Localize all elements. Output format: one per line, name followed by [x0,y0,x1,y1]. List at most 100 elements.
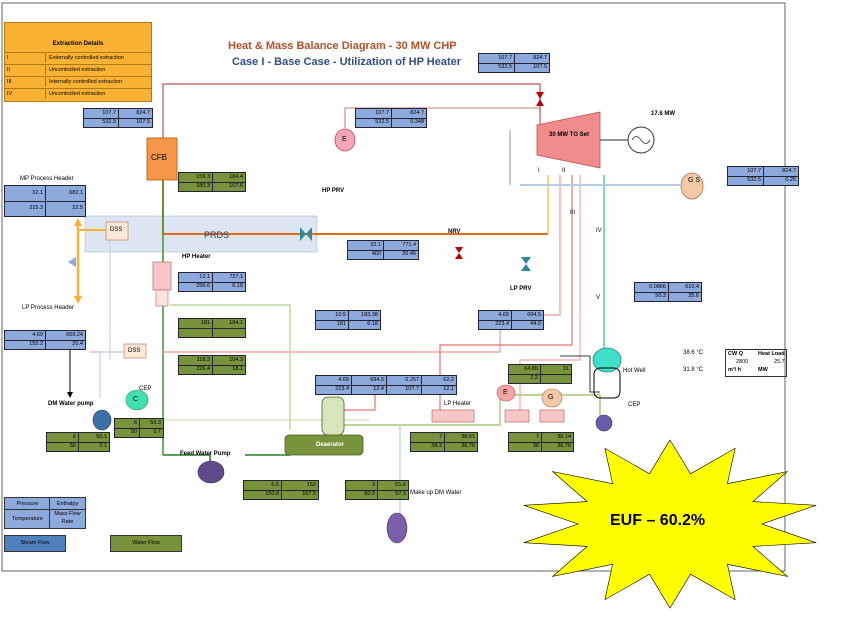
data-box-value: 38.51 [461,434,475,440]
ext-III-label: III [570,210,576,216]
data-box-value: 400 [371,251,381,257]
extraction-table-title: Extraction Details [52,41,104,47]
data-box-value: 183.38 [361,312,378,318]
extraction-row-text: Externally controlled extraction [49,55,124,61]
turbine-inlet-valve [536,92,544,106]
cw-table: CW Q Heat Load 2800 25.7 m³/ h MW [725,349,787,377]
data-box-value: 215.3 [29,205,43,211]
data-box-value: 659.24 [66,332,83,338]
data-box-b13: 181 184.1 [178,318,246,338]
data-box-value: 38 [532,443,539,449]
deaerator-vessel [284,434,364,456]
mp-header-arrow-up [74,218,82,226]
data-box-value: 159.3 [196,174,210,180]
hp-heater-bottom [155,289,169,307]
dm-pump-line [99,351,130,398]
ac-symbol-icon [631,136,651,144]
data-box-value: 184.1 [229,320,243,326]
extraction-row-num: III [7,79,12,85]
data-box-value: 532.5 [498,64,512,70]
data-box-value: 50.3 [150,420,161,426]
cep-c-label: C [133,396,139,403]
data-box-value: 32.1 [32,190,43,196]
euf-value: EUF – 60.2% [610,512,706,529]
ext-IV-label: IV [596,228,602,234]
data-box-value: 107.6 [229,183,243,189]
data-box-value: 6.18 [367,321,378,327]
cw-temp-in: 31.8 °C [683,367,703,373]
data-box-value: 0.7 [153,429,161,435]
ejector [504,409,530,423]
feed-water-pump-label: Feed Water Pump [180,451,231,457]
data-box-value: 682.1 [69,190,83,196]
deaerator-column [321,396,345,436]
hot-well [593,367,621,399]
data-box-value: 150.8 [265,491,279,497]
euf-star-shape [523,439,817,609]
makeup-pump [386,512,408,544]
data-box-value: 180.3 [196,183,210,189]
data-box-value: 2.1 [99,443,107,449]
extraction-row: I Externally controlled extraction [5,52,151,63]
data-box-value: 107.5 [533,64,547,70]
data-box-value: 50 [130,429,137,435]
data-box-value: 12.4 [373,386,384,392]
lp-heater-label: LP Heater [444,401,471,407]
heat-load-header: Heat Load [758,351,785,357]
cw-q-value: 2800 [736,359,749,365]
data-box-value: 6.18 [232,283,243,289]
cw-temp-in-value: 31.8 [683,367,695,373]
data-box-value: 38.3 [431,443,442,449]
data-box-value: 107.7 [747,168,761,174]
data-box-value: 0.257 [405,377,419,383]
data-box-value: 12.1 [443,386,454,392]
mp-header-arrow-left [68,257,76,267]
e-steam-line [344,107,540,128]
data-box-value: 6 [72,434,76,440]
extraction-row-num: II [7,67,11,73]
power-output-label: 17.6 MW [651,111,676,117]
deg-unit: °C [696,367,704,373]
ext-II-label: II [562,168,566,174]
legend-temperature: Temperature [4,509,51,529]
cep-label-right: CEP [628,402,641,408]
ext-V-label: V [596,295,601,301]
data-box-value: 35.6 [688,293,699,299]
data-box-value: 4.69 [338,377,349,383]
deg-unit: °C [696,350,704,356]
data-box-value: 824.7 [410,110,424,116]
cw-unit: m³/ h [728,367,742,373]
cw-temp-out: 38.6 °C [683,350,703,356]
legend-mass-flow: Mass Flow Rate [49,509,86,529]
extraction-row-text: Uncontrolled extraction [49,67,106,73]
dm-water-pump-label: DM Water pump [48,401,94,407]
dm-water-pump [92,409,112,431]
data-box-value: 532.5 [747,177,761,183]
data-box-value: 181 [200,320,210,326]
data-box-value: 31 [562,366,569,372]
data-box-value: 0.348 [410,119,424,125]
extraction-row-num: IV [7,91,13,97]
legend-water-flow: Water Flow [110,535,182,552]
data-box-value: 36.76 [557,443,571,449]
data-box-value: 107.7 [102,110,116,116]
data-box-value: 22.5 [72,205,83,211]
hp-heater-drain [170,304,291,430]
data-box-value: 44.0 [530,321,541,327]
data-box-value: 771.4 [402,242,416,248]
data-box-value: 107.7 [405,386,419,392]
gland-steam-condenser [680,172,704,200]
hp-heater-label: HP Heater [182,254,211,260]
extraction-row-num: I [7,55,9,61]
data-box-value: 10.5 [335,312,346,318]
